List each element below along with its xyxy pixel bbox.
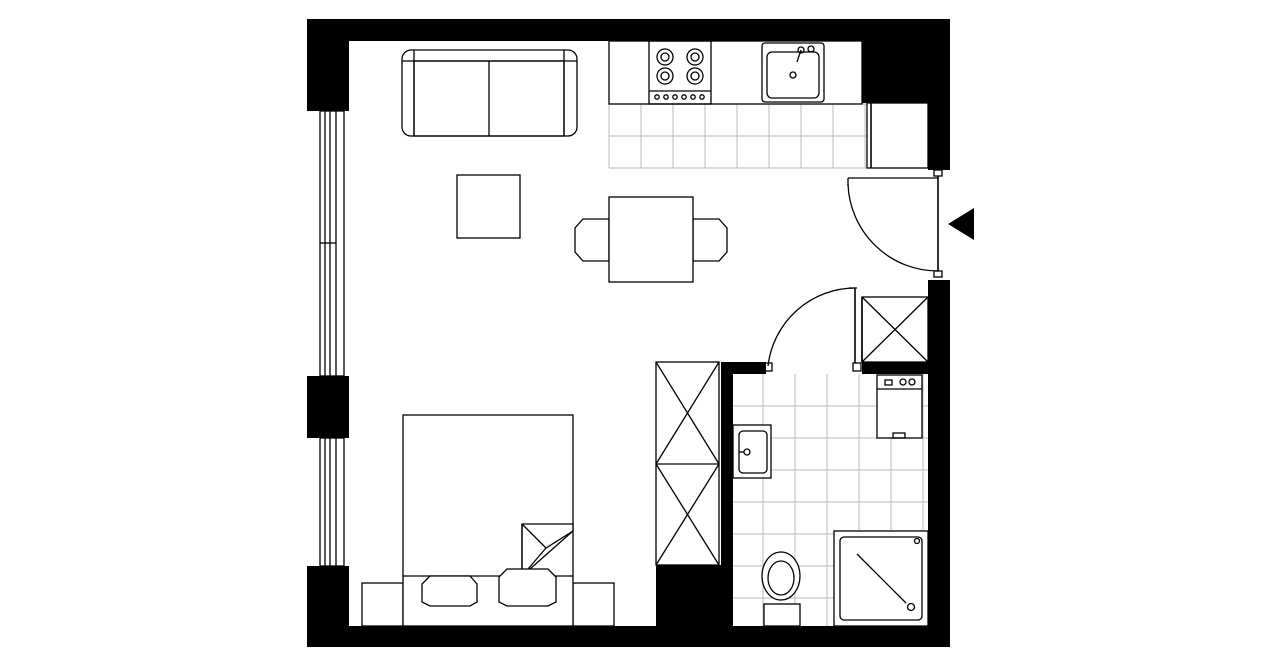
- stove-knob: [690, 94, 696, 100]
- washing-machine: [876, 374, 923, 439]
- chair-right: [692, 218, 728, 262]
- bathroom-sink: [732, 424, 772, 479]
- wall-right-upper: [928, 19, 950, 170]
- burner: [656, 48, 674, 66]
- bathroom-door: [763, 287, 862, 372]
- pillow-right: [498, 568, 557, 607]
- nightstand-right: [572, 582, 615, 627]
- stove-knob: [672, 94, 678, 100]
- triangle-left-icon: [948, 208, 974, 240]
- toilet: [761, 551, 801, 627]
- burner-inner: [660, 52, 670, 62]
- wall-top: [307, 19, 950, 41]
- kitchen-tile-floor: [608, 103, 867, 169]
- kitchen-counter: [608, 40, 863, 105]
- armchair: [456, 174, 521, 239]
- wall-left-upper: [307, 19, 349, 111]
- stove-knob: [681, 94, 687, 100]
- wardrobe: [655, 361, 720, 566]
- wall-left-middle: [307, 376, 349, 438]
- wall-bathroom-left: [721, 362, 733, 626]
- dining-table: [608, 196, 694, 283]
- pillow-left: [421, 575, 478, 607]
- nightstand-left: [361, 582, 404, 627]
- stove-four-burner: [648, 40, 712, 105]
- storage-closet: [861, 296, 929, 363]
- burner-inner: [690, 52, 700, 62]
- wall-bathroom-top-right: [862, 362, 928, 374]
- wall-pillar: [656, 565, 733, 626]
- chair-left: [574, 218, 610, 262]
- walls: [307, 19, 950, 647]
- stove-knob: [654, 94, 660, 100]
- wall-left-lower: [307, 566, 349, 647]
- sofa: [401, 49, 578, 137]
- burner-inner: [660, 71, 670, 81]
- window-upper: [319, 110, 345, 377]
- stove-knob: [663, 94, 669, 100]
- wall-right-lower: [928, 280, 950, 647]
- burner: [686, 67, 704, 85]
- burner: [656, 67, 674, 85]
- refrigerator: [866, 102, 929, 169]
- window-lower: [319, 437, 345, 567]
- stove-knob: [699, 94, 705, 100]
- entry-door: [847, 169, 943, 278]
- wall-bottom: [307, 626, 950, 647]
- shower-tray: [833, 530, 929, 627]
- dining-set: [574, 196, 728, 283]
- burner: [686, 48, 704, 66]
- burner-inner: [690, 71, 700, 81]
- kitchen-sink: [761, 42, 825, 103]
- double-bed: [402, 414, 574, 627]
